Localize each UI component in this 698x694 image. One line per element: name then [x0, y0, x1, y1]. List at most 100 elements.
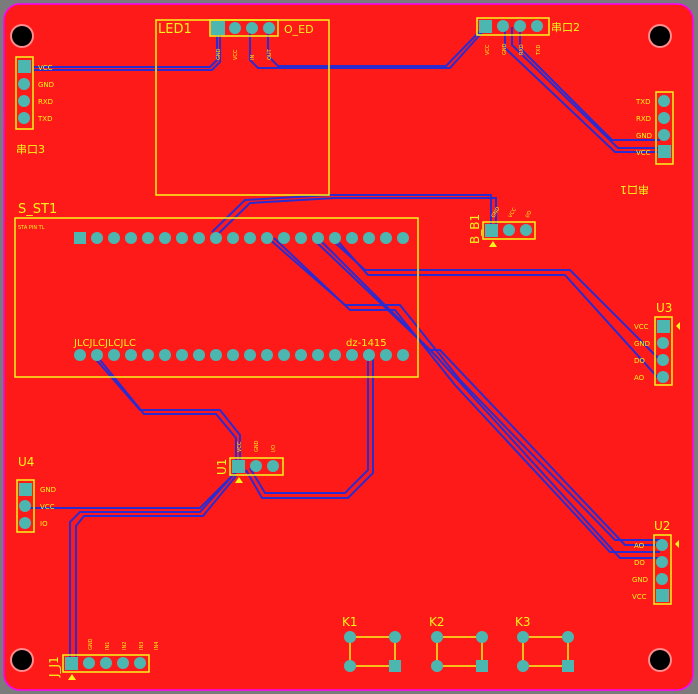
- u4-pin-0: GND: [40, 486, 56, 494]
- port2-pin-3: TXD: [536, 45, 542, 56]
- bb1-component: B_B1 GND VCC I/O: [468, 206, 536, 247]
- pad: [117, 657, 129, 669]
- u2-ref: U2: [654, 519, 670, 533]
- sst1-pin-header-label: STA PIN TL: [18, 225, 45, 231]
- pad: [65, 657, 78, 670]
- pad: [531, 20, 543, 32]
- pad: [19, 500, 31, 512]
- port1-pin-2: GND: [636, 132, 652, 140]
- pad: [19, 483, 32, 496]
- led1-sub: O_ED: [284, 23, 314, 36]
- u2-component: U2 AO DO GND VCC: [632, 519, 679, 605]
- led1-pin-1: VCC: [233, 49, 239, 60]
- sst1-component: S_ST1 STA PIN TL JLCJLCJLCJLC dz-1415: [14, 202, 419, 378]
- jj1-pin-3: IN3: [139, 642, 145, 650]
- jj1-ref: J_J1: [47, 656, 61, 678]
- bb1-ref: B_B1: [468, 214, 482, 244]
- u4-component: U4 GND VCC IO: [16, 455, 56, 533]
- pad: [83, 657, 95, 669]
- u3-ref: U3: [656, 301, 672, 315]
- port1-ref: 串口1: [620, 183, 649, 196]
- pad: [232, 460, 245, 473]
- led1-ref: LED1: [158, 22, 192, 37]
- mounting-holes: [10, 24, 672, 672]
- pad: [431, 660, 443, 672]
- u3-pin-2: DO: [634, 357, 645, 365]
- sst1-top-pads: [74, 232, 409, 244]
- pad: [134, 657, 146, 669]
- pad: [514, 20, 526, 32]
- jj1-component: J_J1 GND IN1 IN2 IN3 IN4: [47, 638, 160, 680]
- port1-component: 串口1 TXD RXD GND VCC: [620, 91, 674, 196]
- pad: [656, 573, 668, 585]
- pad: [658, 145, 671, 158]
- u2-pin-1: DO: [634, 559, 645, 567]
- u1-pin-0: VCC: [237, 441, 243, 452]
- k3-ref: K3: [515, 615, 531, 629]
- u2-pin-0: AO: [634, 542, 645, 550]
- led1-pin-0: GND: [216, 48, 222, 60]
- u3-pin-1: GND: [634, 340, 650, 348]
- port3-pin-3: TXD: [37, 115, 52, 123]
- pad: [520, 224, 532, 236]
- u1-pin-1: GND: [254, 440, 260, 452]
- port1-pin-3: VCC: [636, 149, 651, 157]
- u2-pin-3: VCC: [632, 593, 647, 601]
- pad: [19, 517, 31, 529]
- pad: [18, 95, 30, 107]
- u3-component: U3 VCC GND DO AO: [634, 301, 680, 386]
- pad: [485, 224, 498, 237]
- pad: [497, 20, 509, 32]
- k2-component: K2: [429, 615, 488, 672]
- port3-pin-0: VCC: [38, 64, 53, 72]
- pad: [476, 631, 488, 643]
- port2-pin-0: VCC: [485, 44, 491, 55]
- pad: [431, 631, 443, 643]
- sst1-ref: S_ST1: [18, 202, 57, 217]
- pad: [658, 95, 670, 107]
- u1-ref: U1: [215, 459, 229, 475]
- port2-component: 串口2 VCC GND RXD TXD: [476, 17, 580, 56]
- sst1-bottom-pads: [74, 349, 409, 361]
- port1-pin-1: RXD: [636, 115, 651, 123]
- u2-pin-2: GND: [632, 576, 648, 584]
- pad: [656, 556, 668, 568]
- traces: [30, 26, 661, 660]
- pad: [657, 337, 669, 349]
- port3-ref: 串口3: [16, 143, 45, 156]
- u4-pin-1: VCC: [40, 503, 55, 511]
- port3-pin-2: RXD: [38, 98, 53, 106]
- port3-component: 串口3 VCC GND RXD TXD: [15, 56, 54, 156]
- k2-ref: K2: [429, 615, 445, 629]
- pad: [657, 320, 670, 333]
- pad: [517, 631, 529, 643]
- led1-pin-3: OUT: [267, 48, 273, 60]
- port2-pin-1: GND: [502, 43, 508, 55]
- u3-pin-3: AO: [634, 374, 645, 382]
- pad: [658, 129, 670, 141]
- board-outline: [3, 3, 694, 691]
- port1-pin-0: TXD: [635, 98, 650, 106]
- pad: [18, 78, 30, 90]
- dz-label: dz-1415: [346, 338, 387, 349]
- pad: [18, 60, 31, 73]
- jj1-pin-2: IN2: [122, 642, 128, 650]
- port2-ref: 串口2: [551, 21, 580, 34]
- port2-pin-2: RXD: [519, 44, 525, 55]
- u4-pin-2: IO: [40, 520, 48, 528]
- pad: [344, 631, 356, 643]
- jj1-pin-1: IN1: [105, 642, 111, 650]
- pad: [389, 660, 401, 672]
- pad: [263, 22, 275, 34]
- pad: [517, 660, 529, 672]
- pad: [479, 20, 492, 33]
- pad: [389, 631, 401, 643]
- pad: [658, 112, 670, 124]
- k3-component: K3: [515, 615, 574, 672]
- pad: [656, 589, 669, 602]
- bb1-pin-1: VCC: [508, 207, 519, 219]
- pad: [657, 354, 669, 366]
- u4-ref: U4: [18, 455, 34, 469]
- pad: [476, 660, 488, 672]
- bb1-pin-0: GND: [491, 206, 502, 219]
